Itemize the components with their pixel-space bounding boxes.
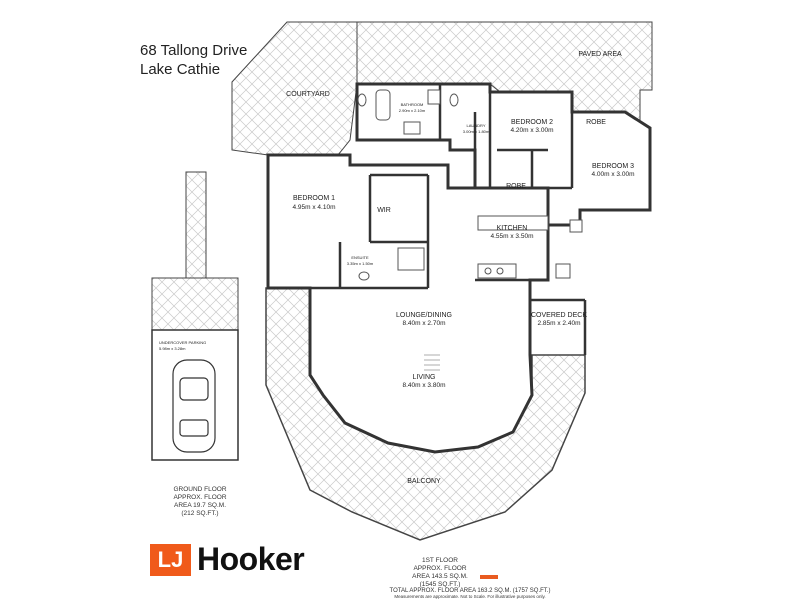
bedroom3-dims: 4.00m x 3.00m: [592, 171, 635, 178]
logo-mark: LJ: [150, 543, 191, 576]
courtyard-label: COURTYARD: [286, 91, 330, 98]
bedroom2-dims: 4.20m x 3.00m: [511, 127, 554, 134]
first-floor-line2: APPROX. FLOOR: [413, 565, 467, 572]
ground-floor-line2: APPROX. FLOOR: [173, 494, 227, 501]
bathroom-dims: 2.90m x 2.10m: [399, 108, 426, 113]
balcony-label: BALCONY: [407, 478, 441, 485]
living-label: LIVING: [413, 374, 436, 381]
kitchen-island: [477, 215, 549, 231]
agency-badge: [480, 575, 498, 579]
address-line1: 68 Tallong Drive: [140, 42, 248, 59]
kitchen-label: KITCHEN: [497, 225, 528, 232]
bathroom-label: BATHROOM: [401, 102, 424, 107]
paved-area-label: PAVED AREA: [578, 51, 622, 58]
ensuite-toilet: [358, 271, 370, 281]
courtyard-area: [231, 21, 358, 156]
stove: [569, 219, 583, 233]
wir-label: WIR: [377, 207, 391, 214]
covered-deck-dims: 2.85m x 2.40m: [538, 320, 581, 327]
ground-steps: [151, 277, 239, 331]
first-floor-note: 1ST FLOOR APPROX. FLOOR AREA 143.5 SQ.M.…: [400, 557, 480, 589]
living-stairs: [424, 354, 440, 371]
vanity: [403, 121, 421, 135]
disclaimer: Measurements are approximate. Not to Sca…: [394, 594, 546, 599]
lj-hooker-logo: LJ Hooker: [150, 541, 305, 578]
robe-b3-label: ROBE: [586, 119, 606, 126]
ground-floor-line3: AREA 19.7 SQ.M.: [173, 502, 227, 509]
robe-b2-label: ROBE: [506, 183, 526, 190]
laundry-toilet: [449, 93, 459, 107]
parking-dims: 5.98m x 3.28m: [159, 346, 186, 351]
partitions: [310, 84, 587, 355]
ground-floor-note: GROUND FLOOR APPROX. FLOOR AREA 19.7 SQ.…: [160, 486, 240, 518]
ground-floor-line1: GROUND FLOOR: [173, 486, 227, 493]
ensuite-shower: [397, 247, 425, 271]
bedroom1-dims: 4.95m x 4.10m: [293, 204, 336, 211]
covered-deck-label: COVERED DECK: [531, 312, 587, 319]
toilet-main: [357, 93, 367, 107]
kitchen-fixtures: [477, 215, 583, 279]
parking-label: UNDERCOVER PARKING: [159, 340, 206, 345]
bath-fixtures: [357, 89, 459, 281]
upper-wing: [355, 82, 652, 227]
room-labels: PAVED AREA COURTYARD BATHROOM 2.90m x 2.…: [159, 51, 635, 485]
first-floor-line4: (1545 SQ.FT.): [419, 581, 461, 588]
parking-bay: [151, 329, 239, 461]
ensuite-dims: 3.35m x 1.50m: [347, 261, 374, 266]
logo-word: Hooker: [197, 541, 305, 577]
ensuite-label: ENSUITE: [351, 255, 369, 260]
bedroom2-label: BEDROOM 2: [511, 119, 553, 126]
shower: [427, 89, 441, 105]
ground-floor-line4: (212 SQ.FT.): [181, 510, 219, 517]
bedroom1-label: BEDROOM 1: [293, 195, 335, 202]
first-floor-line1: 1ST FLOOR: [421, 557, 458, 564]
living-dims: 8.40m x 3.80m: [403, 382, 446, 389]
bedroom3-label: BEDROOM 3: [592, 163, 634, 170]
interior: [266, 82, 652, 454]
lounge-label: LOUNGE/DINING: [396, 312, 452, 319]
bathtub: [375, 89, 391, 121]
first-floor-line3: AREA 143.5 SQ.M.: [412, 573, 468, 580]
car: [172, 359, 216, 453]
kitchen-dims: 4.55m x 3.50m: [491, 233, 534, 240]
address-line2: Lake Cathie: [140, 61, 221, 78]
total-area: TOTAL APPROX. FLOOR AREA 163.2 SQ.M. (17…: [389, 588, 551, 594]
stair-ramp: [185, 171, 207, 279]
fridge: [555, 263, 571, 279]
laundry-label: LAUNDRY: [466, 123, 485, 128]
lounge-dims: 8.40m x 2.70m: [403, 320, 446, 327]
laundry-dims: 3.00m x 1.80m: [463, 129, 490, 134]
